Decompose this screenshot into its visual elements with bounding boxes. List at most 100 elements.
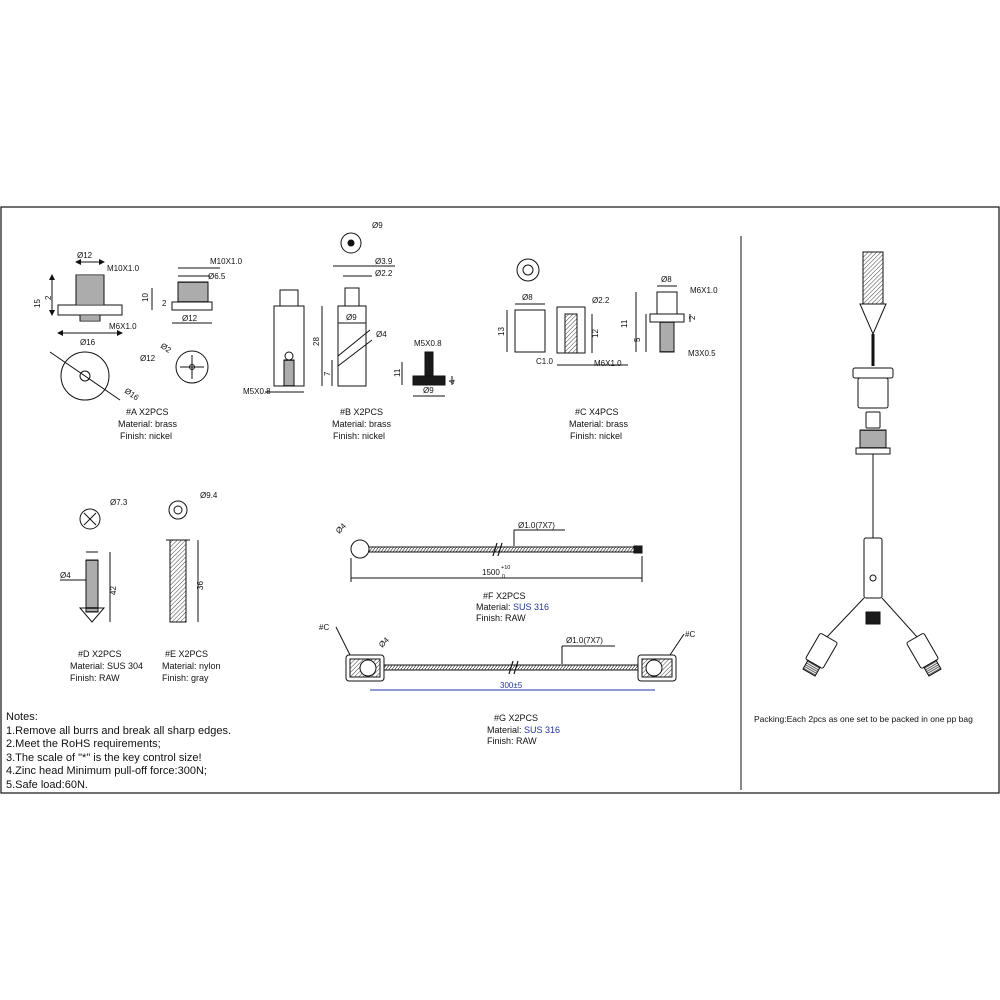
part-b-caption: #B X2PCS Material: brass Finish: nickel — [332, 407, 392, 441]
dim-label: 2 — [44, 295, 53, 300]
dim-label: C1.0 — [536, 357, 553, 366]
part-e-drawing — [166, 500, 199, 623]
part-f-drawing — [350, 529, 643, 582]
dim-label: Ø1.0(7X7) — [518, 521, 555, 530]
dim-label: Ø12 — [77, 251, 93, 260]
dim-label: M6X1.0 — [690, 286, 718, 295]
dim-label: Ø9 — [372, 221, 383, 230]
part-a-drawing — [49, 259, 220, 401]
dim-label: #C — [685, 630, 695, 639]
note-item: 4.Zinc head Minimum pull-off force:300N; — [6, 765, 207, 777]
part-material: Material: brass — [569, 419, 629, 429]
part-finish: Finish: RAW — [70, 673, 120, 683]
material-prefix: Material: — [476, 602, 513, 612]
dim-label: Ø9 — [423, 386, 434, 395]
part-finish: Finish: nickel — [570, 431, 622, 441]
dim-label: 2 — [162, 299, 167, 308]
material-prefix: Material: — [487, 725, 524, 735]
dim-label: Ø9 — [346, 313, 357, 322]
dim-label: 15 — [33, 299, 42, 308]
part-label: #G X2PCS — [494, 713, 538, 723]
dim-label: Ø16 — [123, 386, 141, 402]
dim-label: 2 — [688, 315, 697, 320]
part-finish: Finish: nickel — [333, 431, 385, 441]
dim-label: 7 — [323, 371, 332, 376]
dim-label: 11 — [620, 319, 629, 328]
part-label: #D X2PCS — [78, 649, 122, 659]
part-f-caption: #F X2PCS Material: SUS 316 Finish: RAW — [476, 591, 549, 623]
dim-label: Ø2 — [159, 341, 173, 355]
dim-label: Ø12 — [182, 314, 198, 323]
dim-label: M6X1.0 — [594, 359, 622, 368]
dim-label: 11 — [393, 368, 402, 377]
note-item: 3.The scale of "*" is the key control si… — [6, 751, 202, 764]
part-d-drawing — [60, 508, 111, 623]
assembly-drawing — [802, 251, 942, 677]
part-label: #E X2PCS — [165, 649, 208, 659]
part-material: Material: brass — [118, 419, 178, 429]
dim-label: Ø4 — [377, 635, 391, 649]
dim-label: 28 — [312, 337, 321, 346]
notes-block: Notes: 1.Remove all burrs and break all … — [6, 711, 231, 792]
part-material: Material: brass — [332, 419, 392, 429]
part-label: #A X2PCS — [126, 407, 169, 417]
dim-label: 12 — [591, 329, 600, 338]
part-material: Material: SUS 304 — [70, 661, 143, 671]
part-c-drawing — [506, 258, 691, 366]
dim-label: Ø8 — [522, 293, 533, 302]
dim-label: 5 — [633, 337, 642, 342]
dim-label: M10X1.0 — [107, 264, 140, 273]
dim-label: Ø4 — [60, 571, 71, 580]
dim-label: Ø1.0(7X7) — [566, 636, 603, 645]
part-b-dims: Ø9 Ø3.9 Ø2.2 Ø9 28 7 Ø4 M5X0.8 M5X0.8 11… — [243, 221, 457, 396]
part-g-caption: #G X2PCS Material: SUS 316 Finish: RAW — [487, 713, 560, 746]
part-label: #F X2PCS — [483, 591, 526, 601]
dim-label: Ø8 — [661, 275, 672, 284]
dim-label: 36 — [196, 581, 205, 590]
part-finish: Finish: gray — [162, 673, 209, 683]
dim-label: 0 — [502, 574, 505, 580]
dim-label: Ø12 — [140, 354, 156, 363]
dim-label: Ø4 — [334, 521, 348, 535]
dim-label: M3X0.5 — [688, 349, 716, 358]
part-d-caption: #D X2PCS Material: SUS 304 Finish: RAW — [70, 649, 143, 683]
part-b-drawing — [265, 232, 453, 397]
dim-label: Ø7.3 — [110, 498, 128, 507]
dim-label: 4 — [448, 379, 457, 384]
packing-note: Packing:Each 2pcs as one set to be packe… — [754, 714, 973, 724]
part-c-caption: #C X4PCS Material: brass Finish: nickel — [569, 407, 629, 441]
dim-label: #C — [319, 623, 329, 632]
dim-label: Ø9.4 — [200, 491, 218, 500]
notes-title: Notes: — [6, 711, 38, 723]
dim-label: Ø16 — [80, 338, 96, 347]
part-material: Material: SUS 316 — [487, 725, 560, 735]
part-c-dims: Ø8 Ø2.2 13 12 C1.0 M6X1.0 Ø8 M6X1.0 2 11… — [497, 275, 718, 368]
dim-label: M5X0.8 — [243, 387, 271, 396]
dim-label: Ø2.2 — [375, 269, 393, 278]
note-item: 1.Remove all burrs and break all sharp e… — [6, 724, 232, 737]
part-d-dims: Ø7.3 Ø4 42 — [60, 498, 128, 595]
dim-label: +10 — [501, 565, 510, 571]
dim-label: M5X0.8 — [414, 339, 442, 348]
part-label: #B X2PCS — [340, 407, 383, 417]
material-value: SUS 316 — [524, 725, 560, 735]
dim-label: M10X1.0 — [210, 257, 243, 266]
part-g-drawing — [335, 626, 685, 682]
dim-label: 300±5 — [500, 681, 523, 690]
dim-label: 42 — [109, 586, 118, 595]
part-label: #C X4PCS — [575, 407, 619, 417]
note-item: 5.Safe load:60N. — [6, 778, 88, 791]
part-material: Material: nylon — [162, 661, 221, 671]
part-finish: Finish: nickel — [120, 431, 172, 441]
part-a-dims: Ø12 M10X1.0 15 2 M6X1.0 Ø16 Ø12 Ø16 M10X… — [33, 251, 243, 403]
part-finish: Finish: RAW — [487, 736, 537, 746]
part-finish: Finish: RAW — [476, 613, 526, 623]
dim-label: M6X1.0 — [109, 322, 137, 331]
dim-label: Ø3.9 — [375, 257, 393, 266]
part-e-caption: #E X2PCS Material: nylon Finish: gray — [162, 649, 221, 683]
material-value: SUS 316 — [513, 602, 549, 612]
dim-label: 1500 — [482, 568, 500, 577]
dim-label: Ø2.2 — [592, 296, 610, 305]
dim-label: Ø4 — [376, 330, 387, 339]
